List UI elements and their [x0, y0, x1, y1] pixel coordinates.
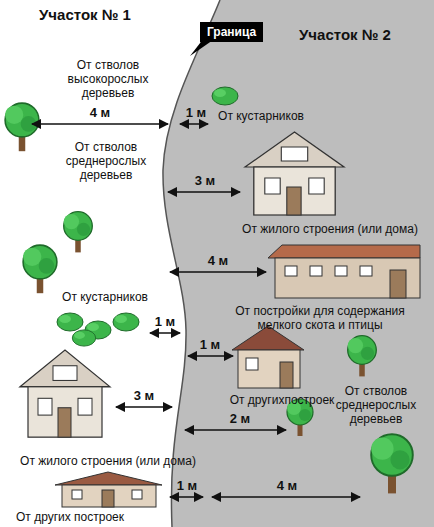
distance-label: 2 м: [225, 412, 255, 426]
object-label: От другихпостроек: [220, 393, 344, 407]
plot-title: Участок № 1: [20, 8, 150, 22]
callout-text: Граница: [207, 25, 256, 39]
object-label: От кустарников: [50, 290, 160, 304]
object-label: От стволов среднерослых деревьев: [50, 140, 162, 182]
object-label: От других построек: [5, 510, 135, 524]
object-label: От жилого строения (или дома): [232, 222, 428, 236]
object-label: От постройки для содержания мелкого скот…: [212, 304, 428, 332]
object-label: От стволов среднерослых деревьев: [324, 384, 428, 426]
distance-label: 1 м: [172, 479, 202, 493]
distance-label: 4 м: [203, 254, 233, 268]
distance-label: 1 м: [150, 315, 180, 329]
object-label: От стволов высокорослых деревьев: [58, 58, 158, 100]
plot-title: Участок № 2: [270, 28, 420, 42]
object-label: От жилого строения (или дома): [8, 454, 208, 468]
object-label: От кустарников: [206, 109, 316, 123]
distance-label: 4 м: [80, 106, 120, 120]
distance-label: 1 м: [183, 106, 209, 120]
distance-label: 3 м: [129, 389, 159, 403]
distance-label: 3 м: [190, 174, 220, 188]
distance-label: 4 м: [272, 479, 302, 493]
boundary-callout: Граница: [200, 22, 263, 42]
distance-label: 1 м: [195, 338, 225, 352]
